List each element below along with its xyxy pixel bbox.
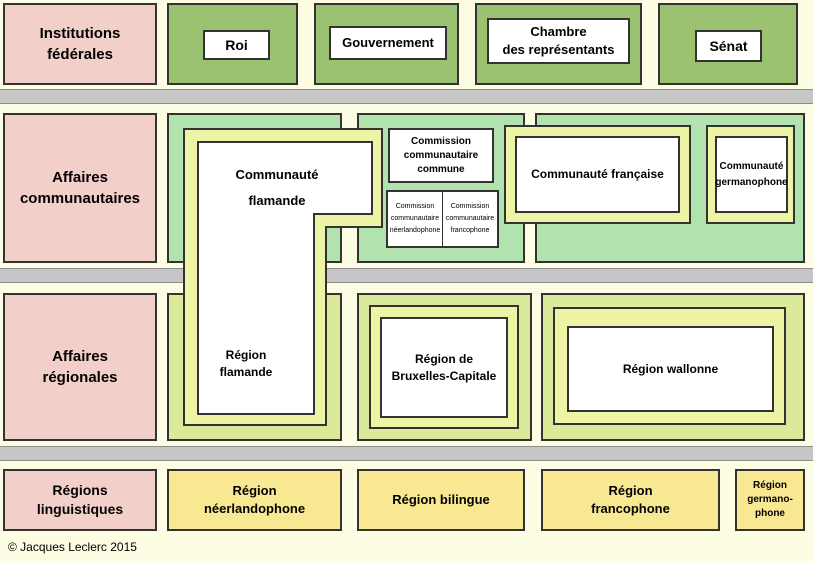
french-community-frame: Communauté française — [504, 125, 691, 224]
row-label-linguistic: Régions linguistiques — [3, 469, 157, 531]
gouvernement-label: Gouvernement — [329, 26, 447, 60]
brussels-region-label: Région de Bruxelles-Capitale — [380, 317, 508, 418]
federal-roi-box: Roi — [167, 3, 298, 85]
copyright-notice: © Jacques Leclerc 2015 — [8, 540, 137, 554]
flemish-entity-step — [313, 213, 373, 215]
flemish-community-label: Communauté flamande — [235, 167, 319, 208]
row-label-federal: Institutions fédérales — [3, 3, 157, 85]
chambre-label: Chambre des représentants — [487, 18, 630, 64]
german-community-label: Communauté germanophone — [715, 136, 788, 213]
row-label-community: Affaires communautaires — [3, 113, 157, 263]
german-community-frame: Communauté germanophone — [706, 125, 795, 224]
flemish-entity-white-lower — [197, 213, 315, 415]
roi-label: Roi — [203, 30, 270, 60]
row-label-regional: Affaires régionales — [3, 293, 157, 441]
federal-chambre-box: Chambre des représentants — [475, 3, 642, 85]
linguistic-de-box: Région germano- phone — [735, 469, 805, 531]
flemish-entity-step-cover — [199, 211, 313, 215]
linguistic-nl-box: Région néerlandophone — [167, 469, 342, 531]
linguistic-fr-box: Région francophone — [541, 469, 720, 531]
brussels-region-frame: Région de Bruxelles-Capitale — [369, 305, 519, 429]
separator-band-3 — [0, 446, 813, 461]
senat-label: Sénat — [695, 30, 762, 62]
federal-senat-box: Sénat — [658, 3, 798, 85]
cc-fr-box: Commission communautaire francophone — [445, 203, 495, 234]
separator-band-2 — [0, 268, 813, 283]
linguistic-bilingual-box: Région bilingue — [357, 469, 525, 531]
french-community-label: Communauté française — [515, 136, 680, 213]
federal-gouvernement-box: Gouvernement — [314, 3, 459, 85]
brussels-commissions-pair: Commission communautaire néerlandophone … — [386, 190, 499, 248]
wallonia-region-frame: Région wallonne — [553, 307, 786, 425]
wallonia-region-label: Région wallonne — [567, 326, 774, 412]
flemish-entity-white — [197, 141, 373, 215]
separator-band-1 — [0, 89, 813, 104]
flemish-region-label: Région flamande — [219, 348, 273, 379]
ccc-box: Commission communautaire commune — [388, 128, 494, 183]
cc-nl-box: Commission communautaire néerlandophone — [388, 192, 443, 246]
